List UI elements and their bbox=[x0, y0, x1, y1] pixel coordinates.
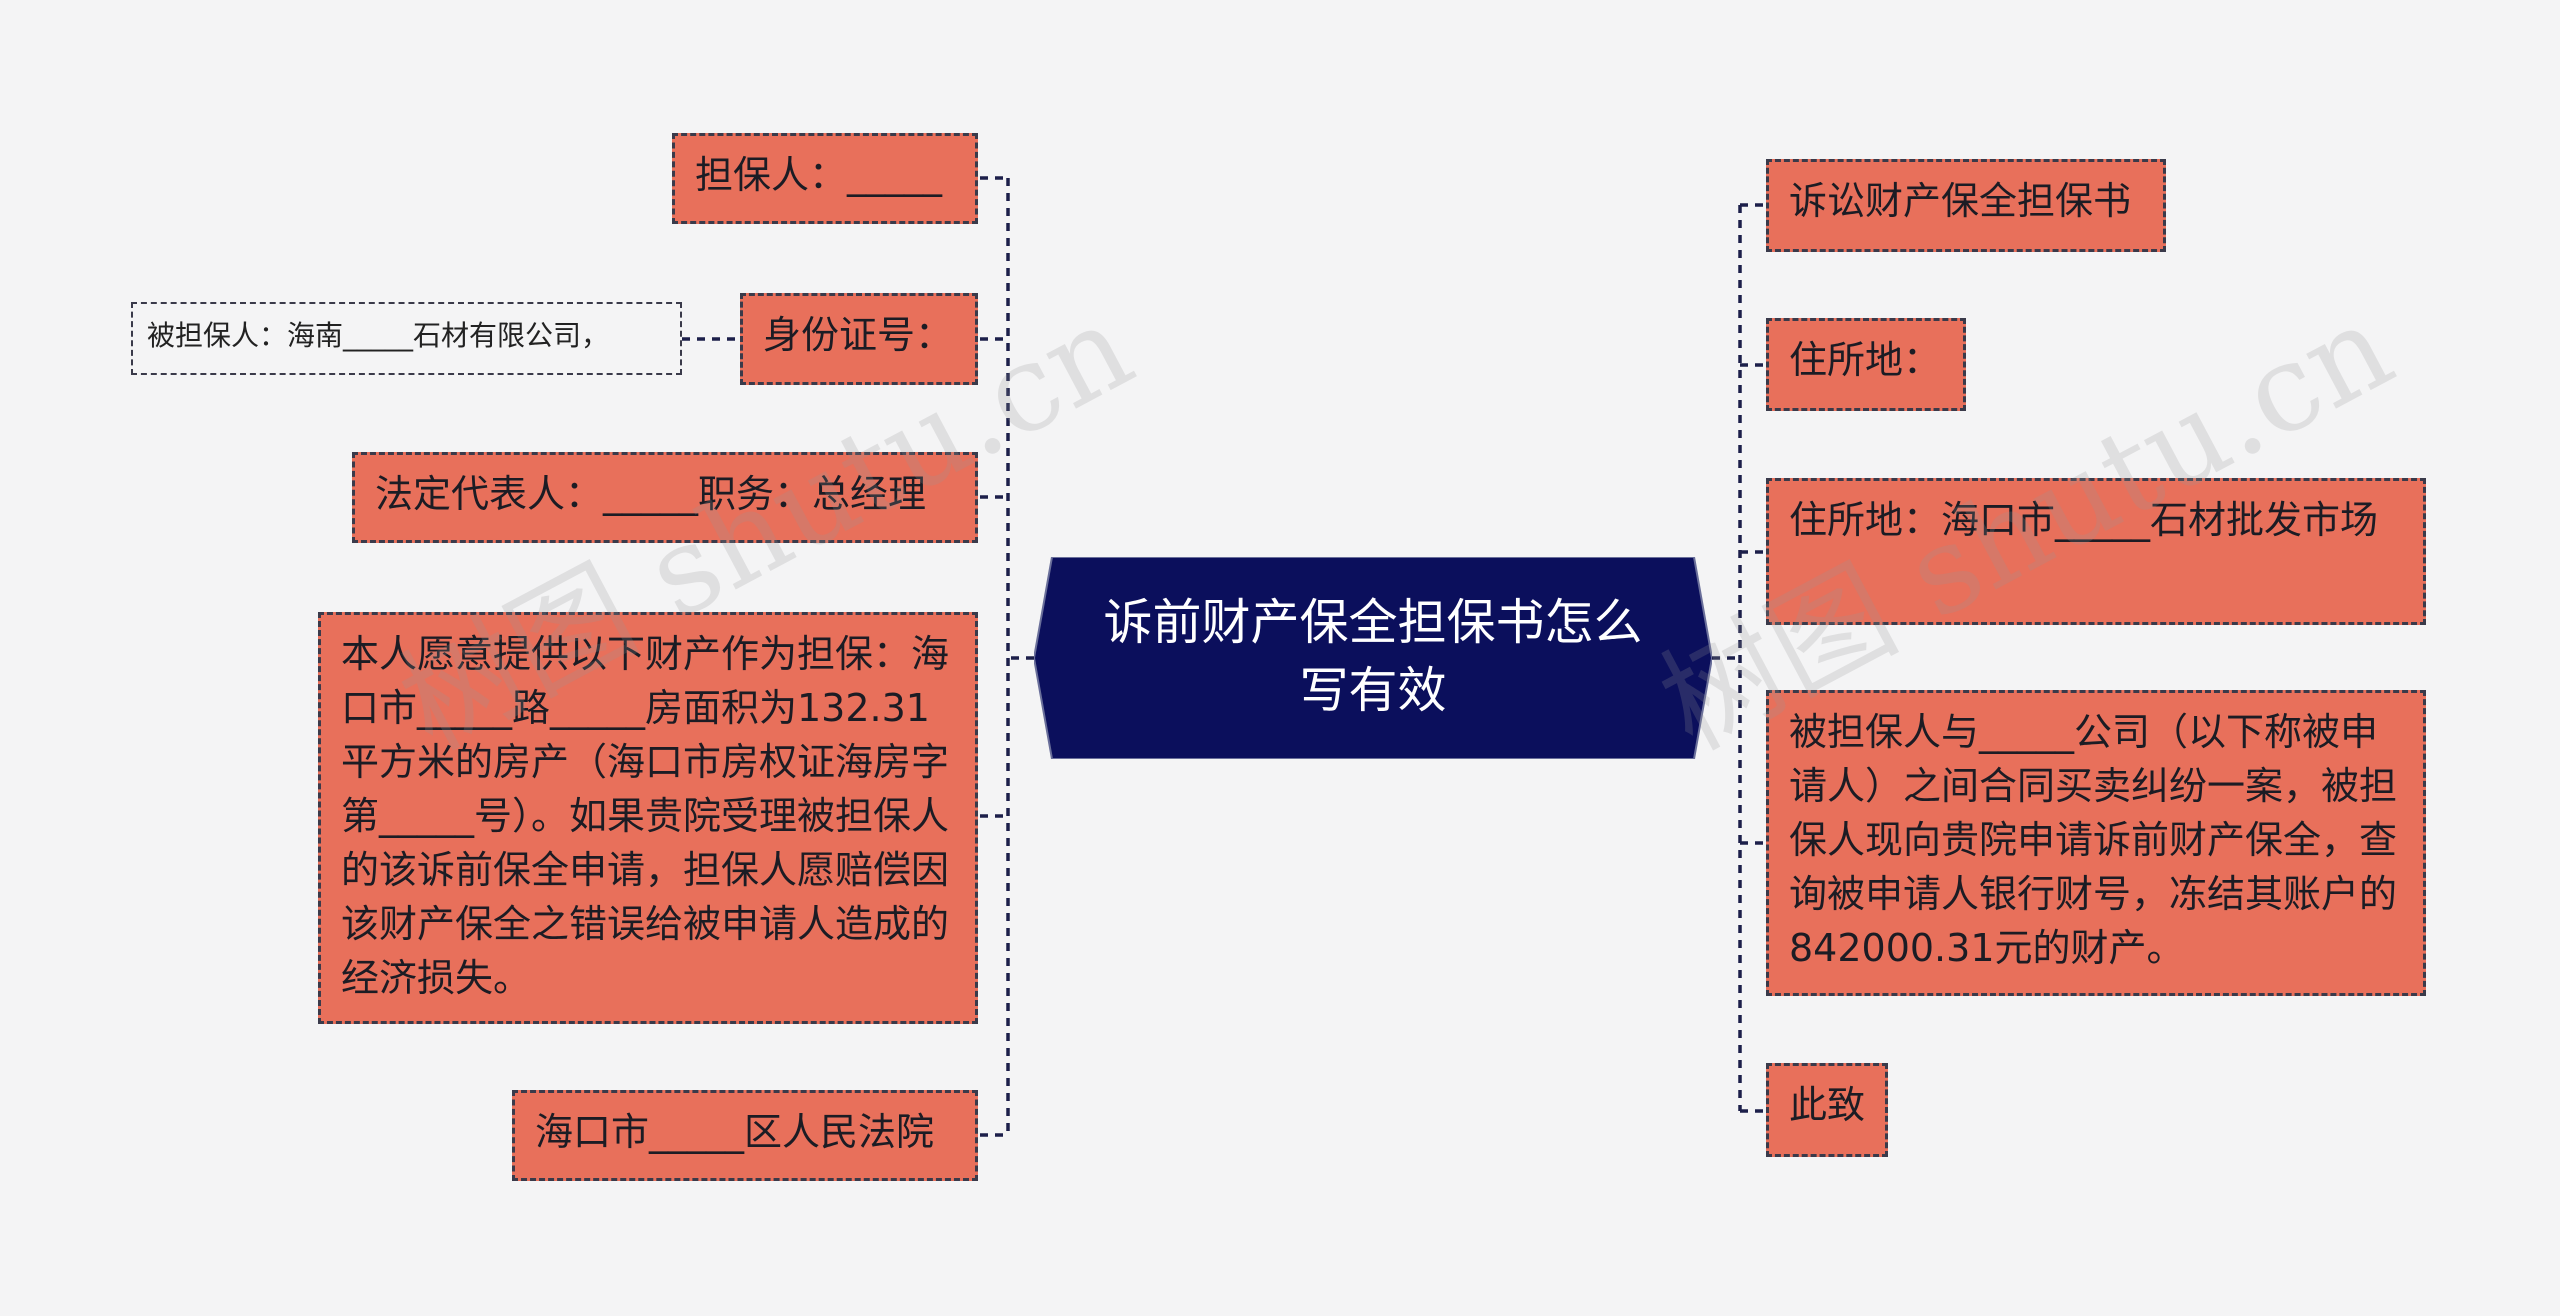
central-topic-shape bbox=[1034, 557, 1712, 759]
node-doc-title[interactable]: 诉讼财产保全担保书 bbox=[1766, 159, 2166, 252]
node-court[interactable]: 海口市_____区人民法院 bbox=[512, 1090, 978, 1181]
node-address[interactable]: 住所地： bbox=[1766, 318, 1966, 411]
node-guarantor[interactable]: 担保人：_____ bbox=[672, 133, 978, 224]
node-address-detail[interactable]: 住所地：海口市_____石材批发市场 bbox=[1766, 478, 2426, 625]
node-closing[interactable]: 此致 bbox=[1766, 1063, 1888, 1157]
node-legal-rep[interactable]: 法定代表人：_____职务：总经理 bbox=[352, 452, 978, 543]
node-property[interactable]: 本人愿意提供以下财产作为担保：海口市_____路_____房面积为132.31平… bbox=[318, 612, 978, 1024]
node-id-number[interactable]: 身份证号： bbox=[740, 293, 978, 385]
central-topic-title: 诉前财产保全担保书怎么写有效 bbox=[1103, 594, 1643, 719]
node-case-desc[interactable]: 被担保人与_____公司（以下称被申请人）之间合同买卖纠纷一案，被担保人现向贵院… bbox=[1766, 690, 2426, 996]
central-topic[interactable]: 诉前财产保全担保书怎么写有效 bbox=[1034, 557, 1712, 759]
node-guaranteed-party[interactable]: 被担保人：海南_____石材有限公司， bbox=[131, 302, 682, 375]
